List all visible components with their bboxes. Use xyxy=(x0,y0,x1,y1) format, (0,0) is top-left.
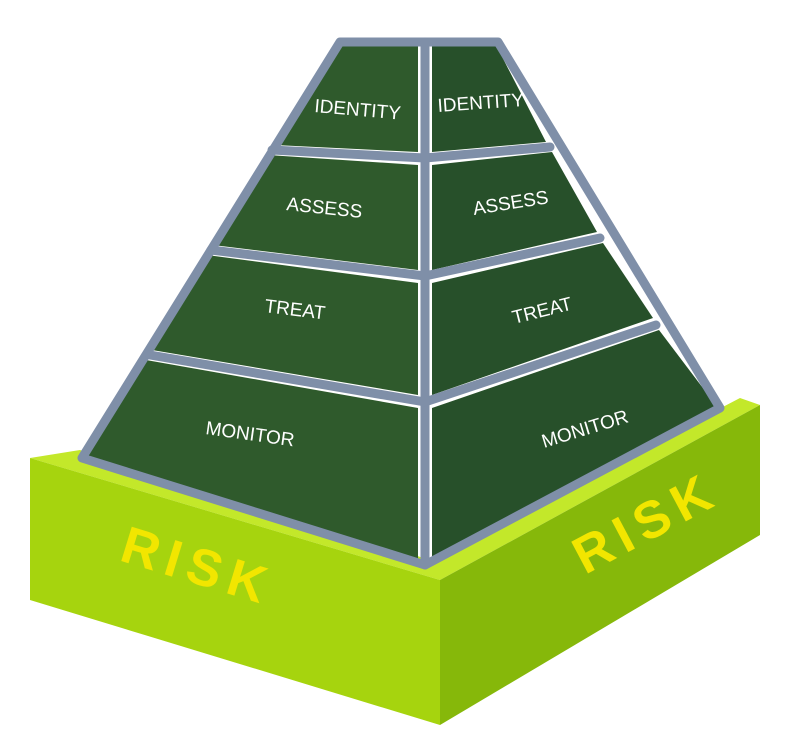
panel-left-identity xyxy=(275,45,418,152)
base-right-face xyxy=(440,405,760,725)
panel-left-monitor xyxy=(85,360,418,560)
panel-right-treat xyxy=(432,243,653,395)
panel-left-assess xyxy=(213,155,418,270)
base-front-face xyxy=(30,458,440,725)
panel-right-identity xyxy=(432,45,546,152)
panel-left-treat xyxy=(152,255,418,395)
panel-right-monitor xyxy=(432,330,718,560)
pyramid-frame xyxy=(77,37,725,570)
pyramid: IDENTITY IDENTITY ASSESS ASSESS TREAT TR… xyxy=(77,37,725,570)
panel-right-assess xyxy=(432,152,597,270)
